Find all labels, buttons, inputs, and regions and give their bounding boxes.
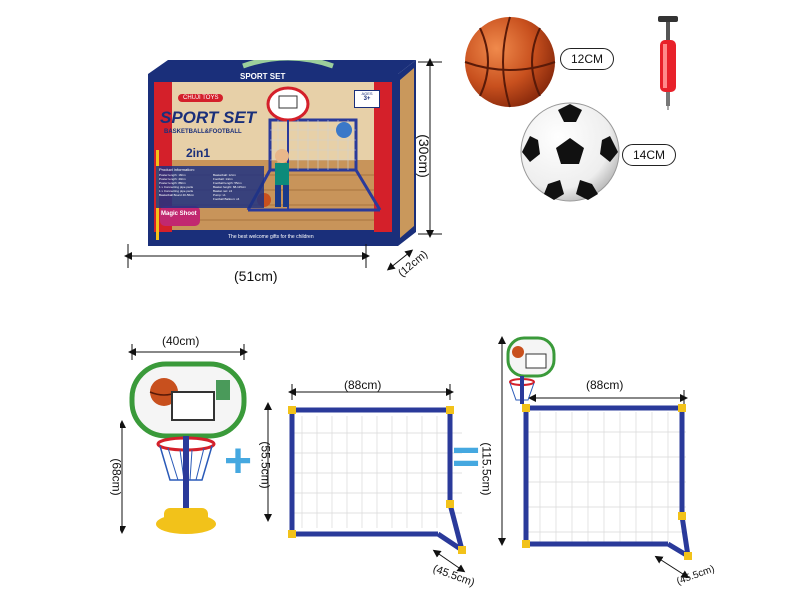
box-height-label: (30cm): [415, 134, 432, 178]
info-left-2: Poster length: 88cm: [159, 181, 186, 185]
info-heading: Product information:: [159, 167, 195, 172]
football-icon: [520, 102, 620, 202]
combined-set-illustration: [498, 336, 692, 579]
football-size-label: 14CM: [622, 144, 677, 166]
basketball-size-label: 12CM: [560, 48, 615, 70]
hoop-width-label: (40cm): [162, 334, 200, 348]
combo-height-label: (115.5cm): [479, 442, 494, 496]
product-box-illustration: [148, 60, 416, 246]
brand-label: CHUJI TOYS: [178, 94, 224, 102]
box-subtitle: BASKETBALL&FOOTBALL: [164, 129, 242, 135]
info-right-5: Pump: x1: [213, 193, 226, 197]
hoop-height-label: (68cm): [109, 458, 124, 496]
ages-badge: AGES 3+: [354, 90, 380, 108]
info-right-0: Basketball: 12cm: [213, 173, 236, 177]
magic-shoot-label: Magic Shoot: [161, 211, 197, 217]
box-title: SPORT SET: [160, 108, 257, 127]
plus-operator: +: [224, 435, 253, 488]
product-box: SPORT SET CHUJI TOYS SPORT SET BASKETBAL…: [148, 60, 416, 250]
info-right-6: Football Balloon: x4: [213, 197, 240, 201]
box-dimension-arrows: [124, 58, 442, 271]
bottom-banner: The best welcome gifts for the children: [228, 234, 314, 240]
combo-width-label: (88cm): [586, 378, 624, 392]
basketball-icon: [464, 16, 556, 108]
info-right-3: Basket height: 68-115cm: [213, 185, 246, 189]
equals-operator: =: [452, 431, 481, 484]
air-pump-icon: [658, 16, 678, 110]
info-right-1: Football: 14cm: [213, 177, 233, 181]
info-left-1: Poster length: 40cm: [159, 177, 186, 181]
info-left-0: Poster length: 18cm: [159, 173, 186, 177]
football-goal-illustration: [264, 384, 466, 573]
info-right-2: Football length: 55cm: [213, 181, 242, 185]
info-left-4: 1 x Connecting pipe parts: [159, 189, 194, 193]
goal-width-label: (88cm): [344, 378, 382, 392]
top-strip-label: SPORT SET: [240, 72, 286, 81]
info-right-4: Basket net: x4: [213, 189, 233, 193]
goal-height-label: (55.5cm): [258, 441, 273, 489]
info-panel: Product information: Poster length: 18cm…: [156, 166, 264, 208]
badge-2in1: 2in1: [186, 146, 211, 160]
info-left-3: 1 x Connecting pipe parts: [159, 185, 194, 189]
box-width-label: (51cm): [234, 268, 278, 284]
basketball-hoop-illustration: [120, 344, 248, 534]
info-left-5: Basketball Board 40-56cm: [159, 193, 195, 197]
ages-value: 3+: [363, 96, 371, 102]
ages-label: AGES: [361, 91, 373, 96]
